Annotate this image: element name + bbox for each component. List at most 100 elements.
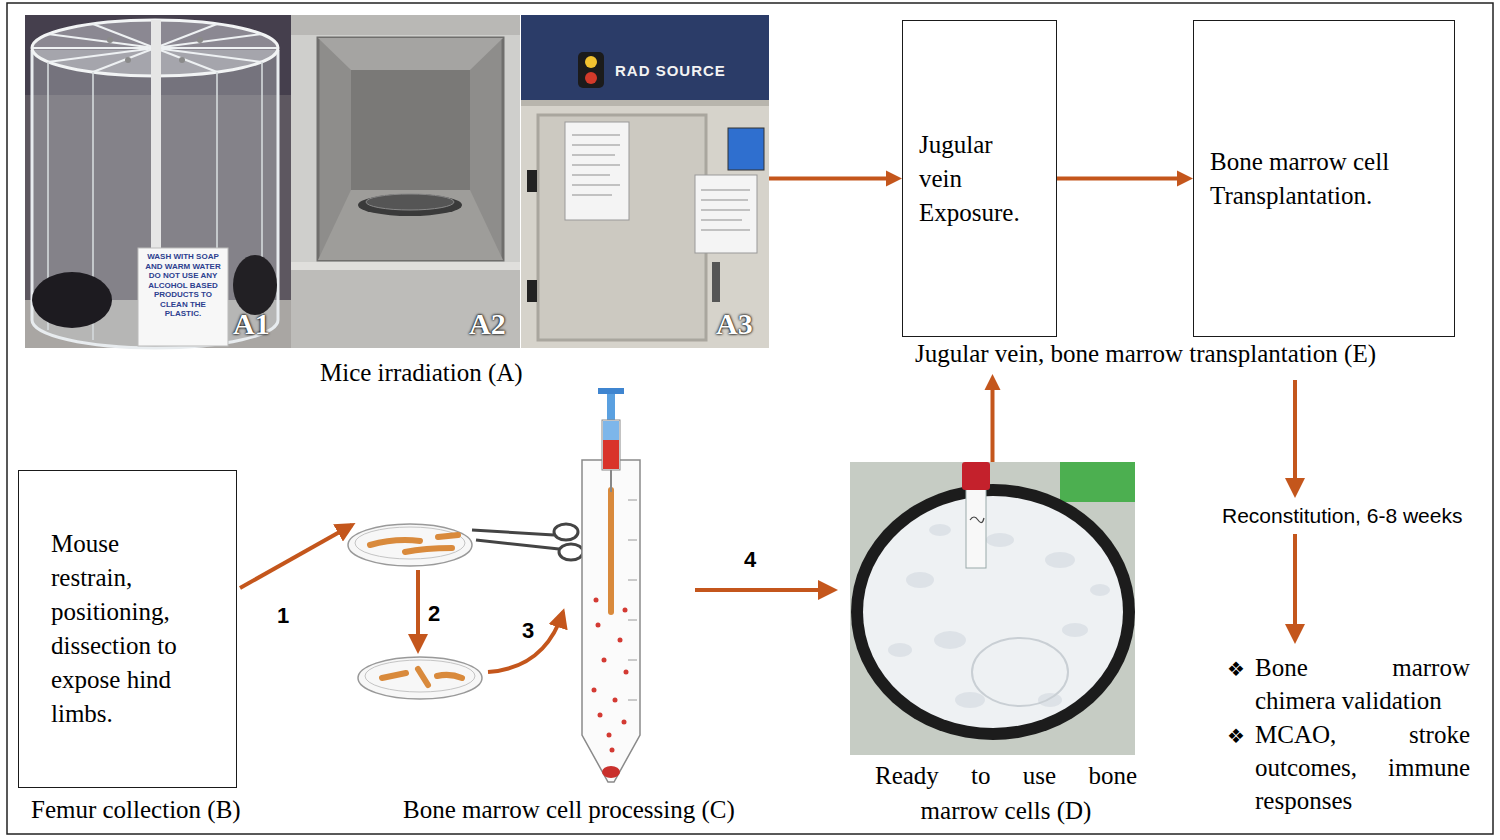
irradiator-chamber-photo: [358, 194, 462, 216]
pie-cage-photo: [32, 272, 112, 328]
process-arrow: [695, 588, 834, 592]
process-box: Mouse restrain, positioning, dissection …: [18, 470, 237, 788]
centrifuge-tube-with-syringe: [598, 388, 624, 394]
irradiator-cabinet-photo: [701, 209, 750, 211]
centrifuge-tube-with-syringe: [618, 638, 623, 643]
ice-bucket-photo: [962, 462, 990, 490]
step-text: Bone marrow cell Transplantation.: [1194, 145, 1415, 213]
irradiator-cabinet-photo: [695, 175, 757, 253]
arrow-head: [985, 374, 1001, 390]
irradiator-cabinet-photo: [572, 134, 620, 136]
bullet-symbol: ❖: [1227, 659, 1245, 679]
pie-cage-photo: [138, 248, 228, 346]
process-arrow: [240, 525, 352, 588]
panel-letter: A2: [469, 309, 506, 339]
process-arrow: [240, 380, 1295, 672]
ice-bucket-photo: [906, 572, 934, 588]
centrifuge-tube-with-syringe: [623, 608, 628, 613]
bullet-symbol: ❖: [1227, 726, 1245, 746]
petri-dish-with-bones: [365, 660, 475, 692]
panel-caption: Jugular vein, bone marrow transplantatio…: [915, 337, 1376, 371]
centrifuge-tube-with-syringe: [594, 598, 599, 603]
irradiator-chamber-photo: [291, 268, 520, 348]
photo-panel: A2: [291, 15, 520, 348]
ice-bucket-photo: [888, 524, 1110, 708]
irradiator-chamber-photo: [291, 262, 520, 270]
centrifuge-tube-with-syringe: [596, 623, 601, 628]
outcome-item: Bone marrow chimera validation: [1255, 651, 1470, 717]
centrifuge-tube-with-syringe: [607, 392, 615, 424]
figure-frame: [7, 3, 1493, 834]
pie-cage-photo: [155, 34, 262, 48]
arrow-head: [886, 171, 902, 187]
ice-bucket-photo: [929, 524, 951, 536]
arrow-head: [1177, 171, 1193, 187]
step-text: Jugular vein Exposure.: [903, 128, 1031, 230]
centrifuge-tube-with-syringe: [622, 720, 627, 725]
centrifuge-tube-with-syringe: [598, 713, 603, 718]
step-number: 2: [428, 603, 440, 625]
ice-bucket-photo: [1062, 623, 1088, 637]
petri-dish-with-bones: [405, 548, 452, 552]
pie-cage-photo: [155, 48, 217, 72]
ice-bucket-photo: [863, 496, 1123, 728]
centrifuge-tube-with-syringe: [628, 580, 637, 581]
ice-bucket-photo: [934, 631, 966, 649]
device-brand: RAD SOURCE: [615, 63, 726, 78]
timeline-note: Reconstitution, 6-8 weeks: [1222, 503, 1462, 528]
ice-bucket-photo: [970, 517, 984, 523]
ice-bucket-photo: [1038, 693, 1062, 707]
ice-bucket-photo: [1060, 462, 1135, 502]
pie-cage-photo: [107, 37, 113, 43]
irradiator-cabinet-photo: [572, 154, 615, 156]
flow-arrow: [769, 171, 902, 187]
step-number: 4: [744, 549, 756, 571]
centrifuge-tube-with-syringe: [608, 490, 614, 612]
ice-bucket-photo: [966, 488, 986, 568]
pie-cage-photo: [197, 37, 203, 43]
scissors-icon: [476, 540, 559, 549]
panel-caption: Bone marrow cell processing (C): [403, 793, 735, 827]
photo-panel: WASH WITH SOAP AND WARM WATER DO NOT USE…: [25, 15, 291, 348]
centrifuge-tube-with-syringe: [602, 766, 620, 778]
centrifuge-tube-with-syringe: [628, 660, 637, 661]
scissors-icon: [554, 524, 578, 540]
petri-dish-with-bones: [437, 675, 462, 678]
centrifuge-tube-with-syringe: [602, 658, 607, 663]
irradiator-cabinet-photo: [701, 199, 748, 201]
pie-cage-photo: [93, 24, 155, 48]
petri-dish-with-bones: [348, 524, 472, 566]
process-arrow: [488, 612, 563, 672]
ice-bucket-photo: [1090, 584, 1110, 596]
photo-panel: RAD SOURCEA3: [521, 15, 769, 348]
process-box: Jugular vein Exposure.: [902, 20, 1057, 337]
step-number: 1: [277, 605, 289, 627]
centrifuge-tube-with-syringe: [607, 733, 612, 738]
irradiator-cabinet-photo: [521, 15, 769, 348]
pie-cage-photo: [32, 47, 155, 49]
flow-arrow: [985, 374, 1001, 462]
centrifuge-tube-with-syringe: [628, 700, 637, 701]
centrifuge-tube-with-syringe: [610, 748, 615, 753]
process-arrow: [416, 570, 420, 650]
irradiator-chamber-photo: [318, 190, 503, 260]
ice-bucket-photo: [850, 462, 1135, 755]
pie-cage-photo: [179, 57, 185, 63]
irradiator-cabinet-photo: [712, 262, 720, 302]
irradiator-cabinet-photo: [572, 135, 620, 195]
petri-dish-with-bones: [382, 673, 406, 678]
pie-cage-photo: [25, 15, 291, 348]
irradiator-chamber-photo: [351, 70, 470, 190]
ice-bucket-photo: [955, 692, 985, 708]
scissors-icon: [559, 544, 583, 560]
centrifuge-tube-with-syringe: [592, 688, 597, 693]
ice-bucket-photo: [851, 484, 1135, 740]
pie-cage-photo: [155, 47, 278, 49]
petri-dish-with-bones: [370, 540, 420, 545]
photo-panel: Ready to use bone marrow cells (D): [850, 462, 1135, 755]
centrifuge-tube-with-syringe: [592, 598, 629, 753]
irradiator-cabinet-photo: [521, 15, 769, 100]
irradiator-cabinet-photo: [728, 128, 764, 170]
panel-caption: Mice irradiation (A): [320, 356, 523, 390]
